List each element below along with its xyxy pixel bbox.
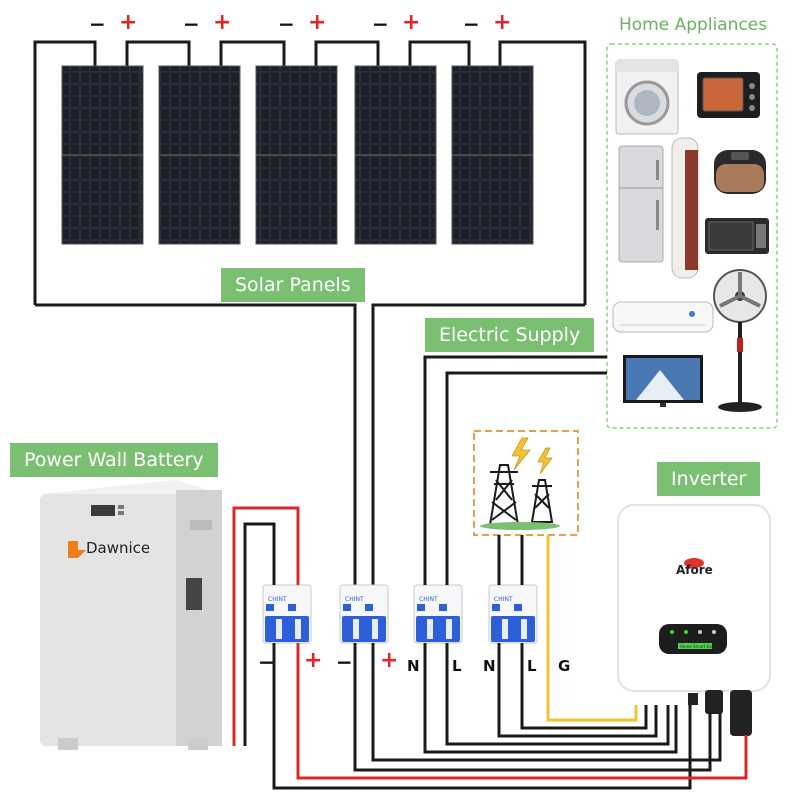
panel-4-minus-label: − (372, 12, 389, 36)
home-appliances-title: Home Appliances (619, 15, 768, 35)
load-l-label: L (452, 657, 462, 675)
inverter-label: Inverter (657, 462, 761, 496)
power-wall-battery-label: Power Wall Battery (10, 443, 218, 477)
battery-minus-label: − (258, 650, 275, 674)
solar-output-wiring (353, 643, 722, 772)
inverter-screen-text: Home Smart Energy (680, 644, 721, 649)
panel-4-plus-label: + (402, 10, 421, 35)
grid-l-label: L (527, 657, 537, 675)
inverter-brand: Afore (676, 563, 713, 577)
breaker-brand-2: CHINT (345, 596, 364, 603)
solar-plus-label: + (380, 648, 399, 673)
solar-panel-2 (158, 65, 241, 245)
solar-panel-3 (255, 65, 338, 245)
lightning-icon (511, 437, 553, 475)
grass-base (480, 522, 560, 530)
breaker-brand-3: CHINT (419, 596, 438, 603)
solar-minus-label: − (336, 650, 353, 674)
panel-1-plus-label: + (119, 10, 138, 35)
panel-5-plus-label: + (493, 10, 512, 35)
breaker-brand-4: CHINT (494, 596, 513, 603)
toaster-oven-icon (697, 72, 760, 118)
load-n-label: N (407, 657, 420, 675)
solar-breaker (339, 584, 389, 644)
washing-machine-icon (615, 59, 679, 135)
breaker-brand-1: CHINT (268, 596, 287, 603)
electric-supply-label: Electric Supply (425, 318, 595, 352)
battery-plus-label: + (304, 648, 323, 673)
panel-2-plus-label: + (213, 10, 232, 35)
wall-ac-icon (612, 301, 714, 333)
panel-2-minus-label: − (183, 12, 200, 36)
battery-wiring (232, 506, 748, 790)
panel-3-plus-label: + (308, 10, 327, 35)
television-icon (623, 355, 703, 407)
power-wall-battery-unit (40, 480, 222, 750)
rice-cooker-icon (714, 150, 766, 194)
inverter-unit (617, 504, 771, 736)
solar-panel-1 (61, 65, 144, 245)
refrigerator-icon (618, 145, 664, 263)
panel-series-wiring (33, 40, 587, 585)
load-wiring (423, 355, 678, 754)
solar-panel-5 (451, 65, 534, 245)
solar-panels-label: Solar Panels (221, 268, 365, 302)
grid-wiring (497, 535, 658, 738)
battery-breaker (262, 584, 312, 644)
solar-panel-4 (354, 65, 437, 245)
solar-panel-array (61, 65, 534, 245)
tower-air-conditioner-icon (671, 137, 699, 279)
microwave-icon (705, 218, 769, 254)
grid-supply-box (473, 430, 579, 536)
ground-g-label: G (558, 657, 571, 675)
panel-1-minus-label: − (89, 12, 106, 36)
standing-fan-icon (713, 269, 767, 412)
panel-5-minus-label: − (463, 12, 480, 36)
panel-3-minus-label: − (278, 12, 295, 36)
load-breaker (413, 584, 463, 644)
battery-brand: Dawnice (86, 539, 151, 557)
grid-breaker (488, 584, 538, 644)
grid-n-label: N (483, 657, 496, 675)
